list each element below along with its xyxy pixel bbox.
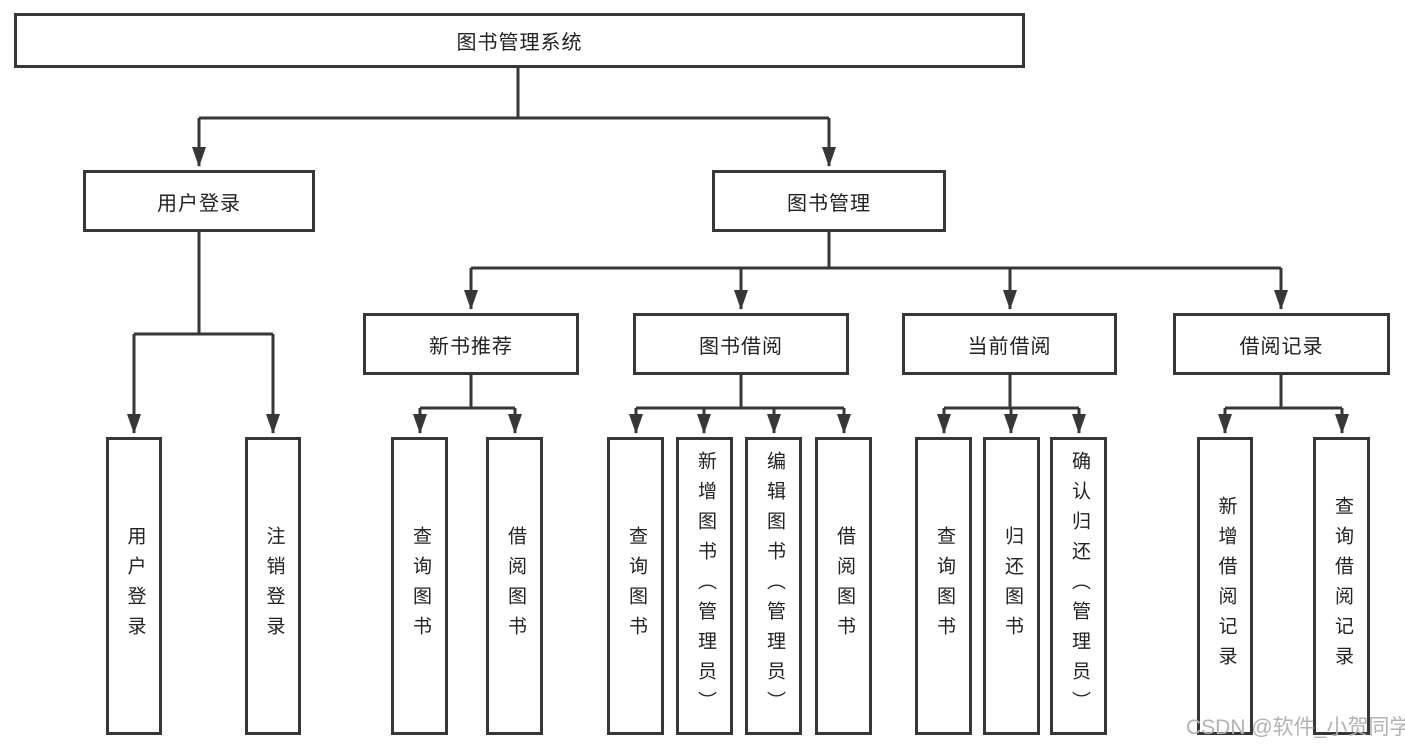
leaf-confirm-return-admin-label: 确认归还（管理员） — [1068, 451, 1090, 721]
leaf-add-borrow-record: 新增借阅记录 — [1197, 437, 1253, 735]
leaf-logout: 注销登录 — [245, 437, 301, 735]
leaf-add-books-admin-label: 新增图书（管理员） — [694, 451, 716, 721]
leaf-edit-books-admin-label: 编辑图书（管理员） — [763, 451, 785, 721]
leaf-recommend-borrow-books: 借阅图书 — [486, 437, 543, 735]
leaf-query-borrow-record: 查询借阅记录 — [1313, 437, 1370, 735]
leaf-borrowing-borrow-books-label: 借阅图书 — [833, 526, 855, 646]
leaf-recommend-borrow-books-label: 借阅图书 — [504, 526, 526, 646]
node-book-borrowing: 图书借阅 — [633, 313, 849, 375]
leaf-return-books: 归还图书 — [983, 437, 1040, 735]
leaf-add-borrow-record-label: 新增借阅记录 — [1215, 496, 1237, 676]
leaf-logout-label: 注销登录 — [263, 526, 285, 646]
leaf-borrowing-borrow-books: 借阅图书 — [815, 437, 872, 735]
node-borrow-records: 借阅记录 — [1173, 313, 1390, 375]
node-user-login: 用户登录 — [83, 170, 315, 232]
node-current-borrowing: 当前借阅 — [902, 313, 1117, 375]
leaf-user-login-label: 用户登录 — [124, 526, 146, 646]
node-new-book-recommend: 新书推荐 — [363, 313, 579, 375]
leaf-add-books-admin: 新增图书（管理员） — [676, 437, 733, 735]
leaf-confirm-return-admin: 确认归还（管理员） — [1050, 437, 1107, 735]
leaf-query-borrow-record-label: 查询借阅记录 — [1331, 496, 1353, 676]
leaf-borrowing-query-books-label: 查询图书 — [625, 526, 647, 646]
node-book-management: 图书管理 — [712, 170, 946, 232]
leaf-current-query-books-label: 查询图书 — [933, 526, 955, 646]
leaf-recommend-query-books: 查询图书 — [391, 437, 448, 735]
leaf-user-login: 用户登录 — [106, 437, 162, 735]
csdn-watermark: CSDN @软件_小贺同学 — [1186, 716, 1405, 739]
leaf-borrowing-query-books: 查询图书 — [607, 437, 664, 735]
leaf-current-query-books: 查询图书 — [915, 437, 972, 735]
leaf-return-books-label: 归还图书 — [1001, 526, 1023, 646]
leaf-recommend-query-books-label: 查询图书 — [409, 526, 431, 646]
leaf-edit-books-admin: 编辑图书（管理员） — [745, 437, 802, 735]
node-library-management-system: 图书管理系统 — [14, 13, 1025, 68]
